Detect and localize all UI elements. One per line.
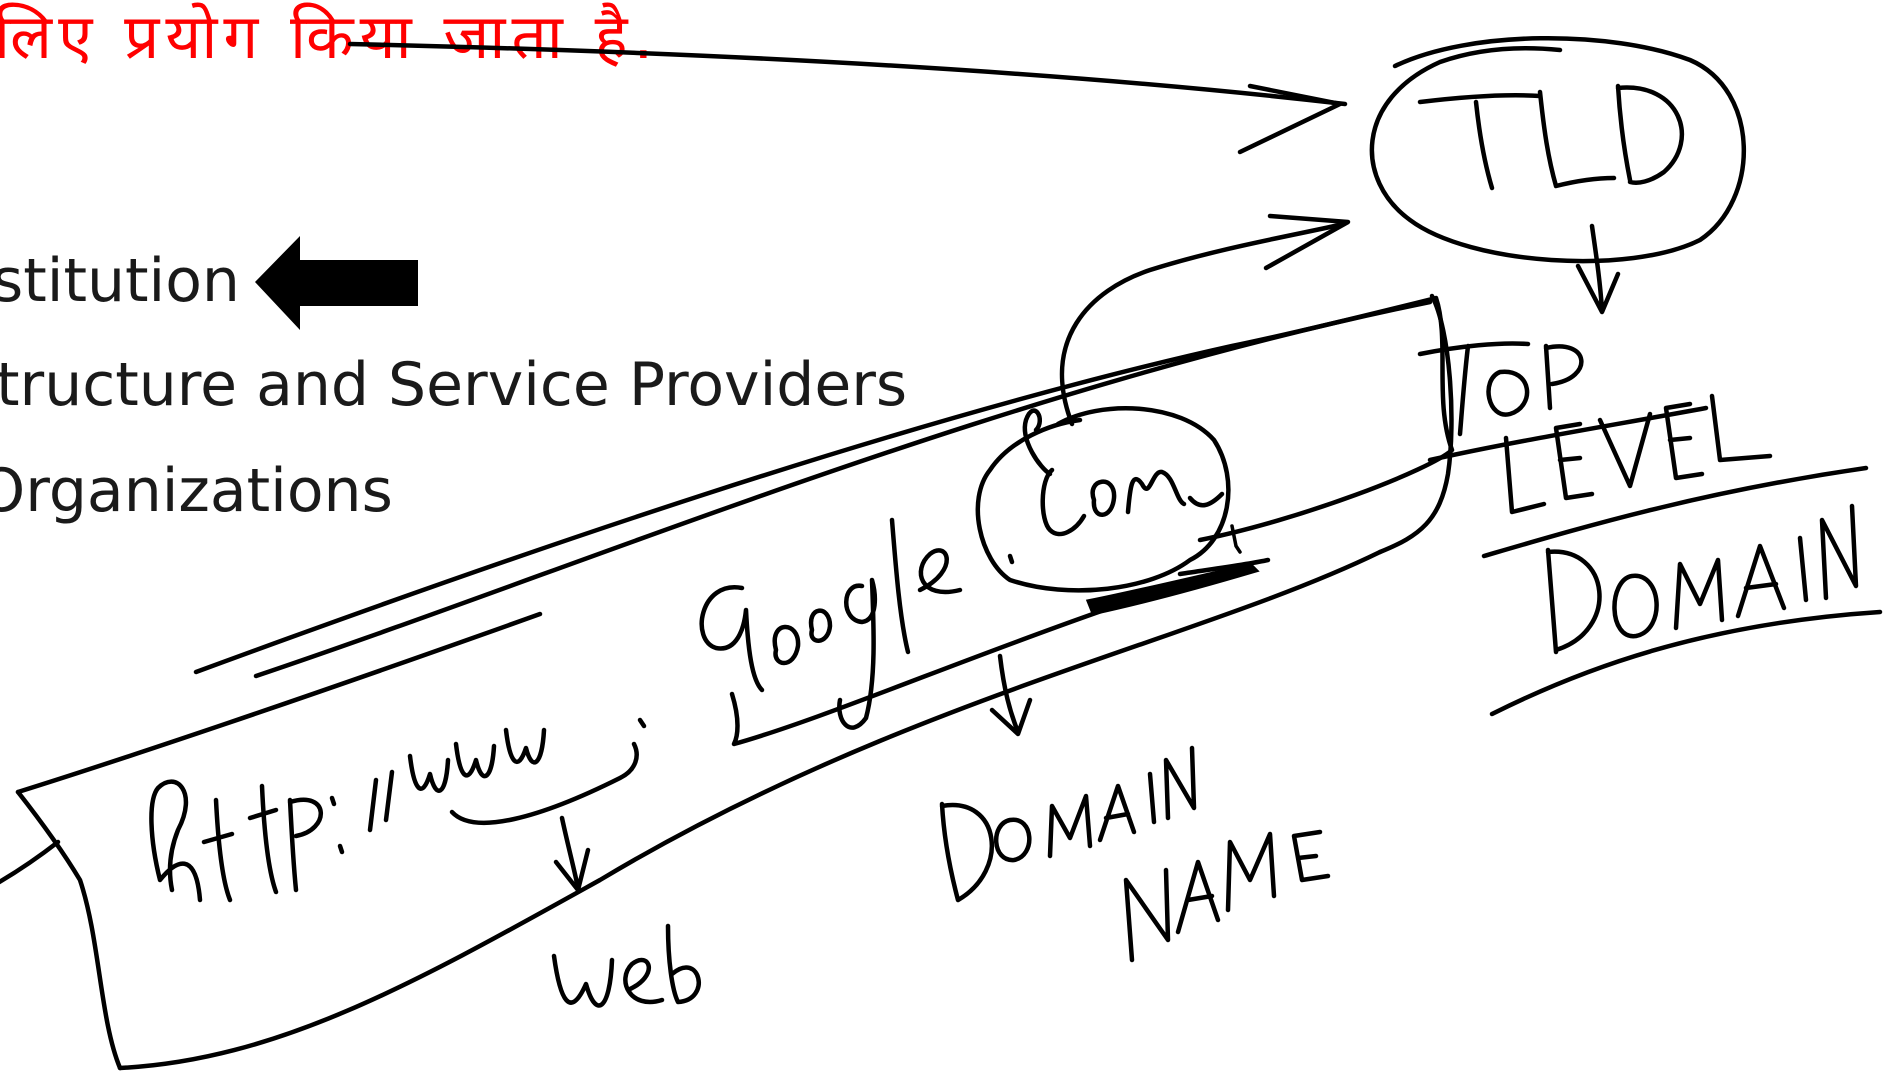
top-level-domain-handwriting — [1417, 341, 1883, 717]
web-handwriting — [551, 923, 701, 1008]
curved-arrow-com-to-tld — [1059, 221, 1347, 427]
left-arrow-icon — [255, 236, 418, 330]
connector-line-to-tld — [347, 41, 1348, 107]
url-outline-left-top — [15, 611, 543, 795]
bullet-infrastructure: tructure and Service Providers — [0, 350, 908, 420]
http-www-handwriting — [149, 717, 647, 903]
url-outline-lower — [117, 549, 1383, 1071]
arrowhead-com-to-tld-icon — [1263, 213, 1351, 271]
url-outline-left — [15, 789, 123, 1071]
dot-com-circle — [975, 406, 1231, 593]
domain-name-handwriting — [939, 745, 1331, 963]
tld-handwriting — [1417, 83, 1685, 191]
google-handwriting — [699, 517, 1113, 747]
down-arrow-domain-name-icon — [989, 653, 1033, 737]
down-arrow-tld-icon — [1575, 223, 1621, 315]
url-outline-right — [1377, 293, 1454, 555]
dot-com-handwriting — [1007, 408, 1225, 565]
hindi-heading-fragment: लिए प्रयोग किया जाता है. — [0, 0, 660, 73]
url-tail-left — [0, 839, 61, 885]
dot-com-underline-line — [1177, 557, 1271, 577]
tld-oval — [1369, 36, 1747, 264]
down-arrow-web-icon — [553, 815, 591, 893]
url-outline — [253, 299, 1433, 679]
bullet-organizations: Organizations — [0, 456, 393, 526]
arrowhead-to-tld-icon — [1237, 83, 1343, 155]
url-outline-upper — [193, 295, 1455, 675]
bullet-institution: stitution — [0, 246, 240, 316]
dot-com-tick — [1230, 524, 1242, 554]
dot-com-underline-scribble — [1085, 562, 1260, 616]
